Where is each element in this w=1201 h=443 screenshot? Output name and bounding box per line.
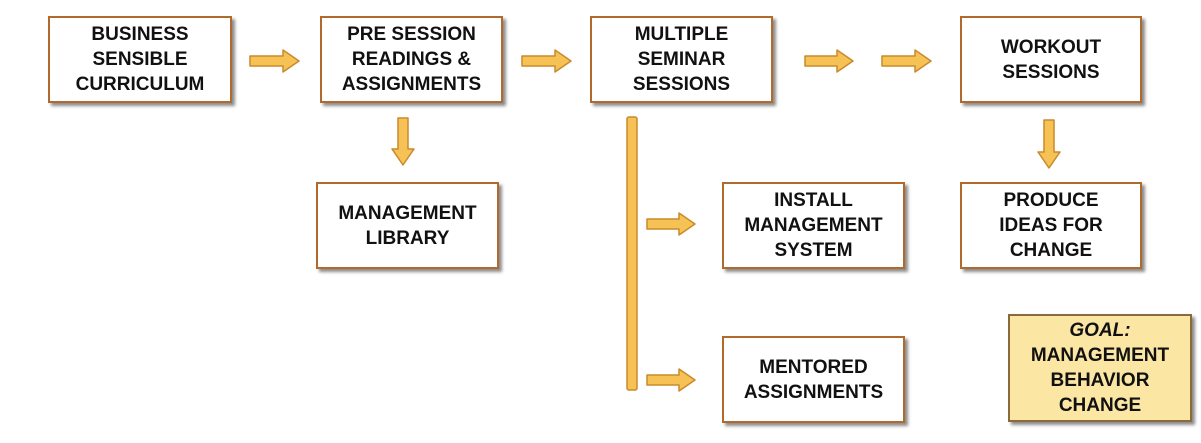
arrow-workout-to-ideas bbox=[1037, 119, 1061, 169]
box-line: PRODUCE bbox=[1003, 190, 1099, 211]
box-line: BEHAVIOR bbox=[1050, 370, 1150, 391]
arrow-seminar-to-workout-1 bbox=[804, 49, 854, 73]
arrow-readings-to-library bbox=[391, 117, 415, 166]
box-line: IDEAS FOR bbox=[999, 215, 1103, 236]
box-line: BUSINESS bbox=[91, 24, 189, 45]
box-line: SYSTEM bbox=[774, 240, 853, 261]
produce-ideas-for-change-box: PRODUCE IDEAS FOR CHANGE bbox=[960, 182, 1142, 269]
box-line: SENSIBLE bbox=[92, 49, 188, 70]
box-line: MULTIPLE bbox=[634, 24, 729, 45]
workout-sessions-box: WORKOUT SESSIONS bbox=[960, 16, 1142, 103]
goal-management-behavior-change-box: GOAL: MANAGEMENT BEHAVIOR CHANGE bbox=[1008, 314, 1192, 422]
box-line: WORKOUT bbox=[1000, 36, 1102, 58]
box-line: MENTORED bbox=[759, 356, 868, 378]
arrow-readings-to-seminar bbox=[521, 49, 572, 73]
box-line: SESSIONS bbox=[632, 74, 731, 95]
arrow-bar-to-install bbox=[646, 212, 696, 236]
arrow-seminar-to-workout-2 bbox=[881, 49, 932, 73]
box-line: INSTALL bbox=[774, 190, 853, 211]
box-line: SESSIONS bbox=[1002, 61, 1100, 83]
box-line: SEMINAR bbox=[637, 49, 726, 70]
box-line: ASSIGNMENTS bbox=[743, 381, 884, 403]
box-line: READINGS & bbox=[351, 49, 472, 70]
install-management-system-box: INSTALL MANAGEMENT SYSTEM bbox=[722, 182, 905, 269]
business-sensible-curriculum-box: BUSINESS SENSIBLE CURRICULUM bbox=[48, 16, 232, 103]
box-line: MANAGEMENT bbox=[744, 215, 883, 236]
seminar-branch-bar bbox=[626, 116, 638, 391]
pre-session-readings-box: PRE SESSION READINGS & ASSIGNMENTS bbox=[320, 16, 503, 103]
box-line: ASSIGNMENTS bbox=[341, 74, 482, 95]
management-library-box: MANAGEMENT LIBRARY bbox=[316, 182, 499, 269]
arrow-curriculum-to-readings bbox=[249, 49, 300, 73]
box-line: CURRICULUM bbox=[75, 74, 205, 95]
box-line: CHANGE bbox=[1009, 240, 1093, 261]
box-line: PRE SESSION bbox=[347, 24, 476, 45]
box-line: CHANGE bbox=[1058, 395, 1142, 416]
box-line: LIBRARY bbox=[365, 227, 450, 249]
box-line: MANAGEMENT bbox=[1030, 345, 1170, 366]
multiple-seminar-sessions-box: MULTIPLE SEMINAR SESSIONS bbox=[590, 16, 773, 103]
arrow-bar-to-mentored bbox=[646, 368, 696, 392]
goal-label: GOAL: bbox=[1069, 320, 1131, 341]
box-line: MANAGEMENT bbox=[338, 202, 477, 224]
mentored-assignments-box: MENTORED ASSIGNMENTS bbox=[722, 336, 905, 423]
